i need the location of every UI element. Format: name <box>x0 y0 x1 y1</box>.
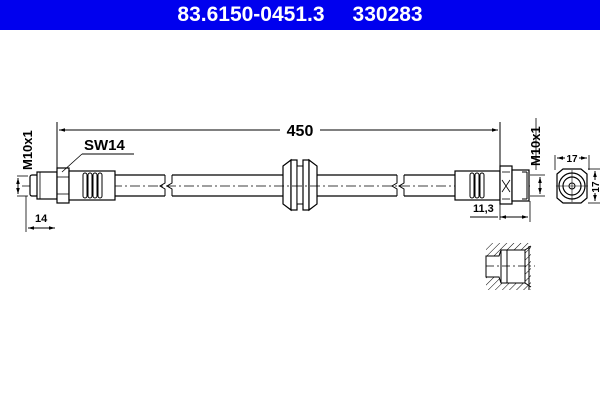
part-number: 83.6150-0451.3 <box>177 3 325 26</box>
end-view-height-label: 17 <box>591 181 600 193</box>
overall-length-dimension: 450 <box>56 122 501 178</box>
port-section-detail <box>485 243 535 290</box>
end-view-width-label: 17 <box>566 154 578 165</box>
title-bar: 83.6150-0451.3 330283 <box>0 0 600 30</box>
hose-body <box>22 158 530 212</box>
right-length-label: 11,3 <box>473 203 494 215</box>
left-thread-label: M10x1 <box>20 130 35 170</box>
right-thread-dimension: M10x1 11,3 <box>470 118 545 222</box>
left-length-label: 14 <box>35 213 48 225</box>
wrench-size-annotation: SW14 <box>61 137 134 173</box>
end-view: 17 17 <box>554 153 600 204</box>
left-fitting <box>29 167 116 204</box>
wrench-size-label: SW14 <box>84 137 126 154</box>
right-thread-label: M10x1 <box>528 126 543 166</box>
right-fitting <box>454 165 530 205</box>
reference-number: 330283 <box>352 3 423 26</box>
left-thread-dimension: M10x1 14 <box>16 130 55 232</box>
length-label: 450 <box>287 123 314 140</box>
